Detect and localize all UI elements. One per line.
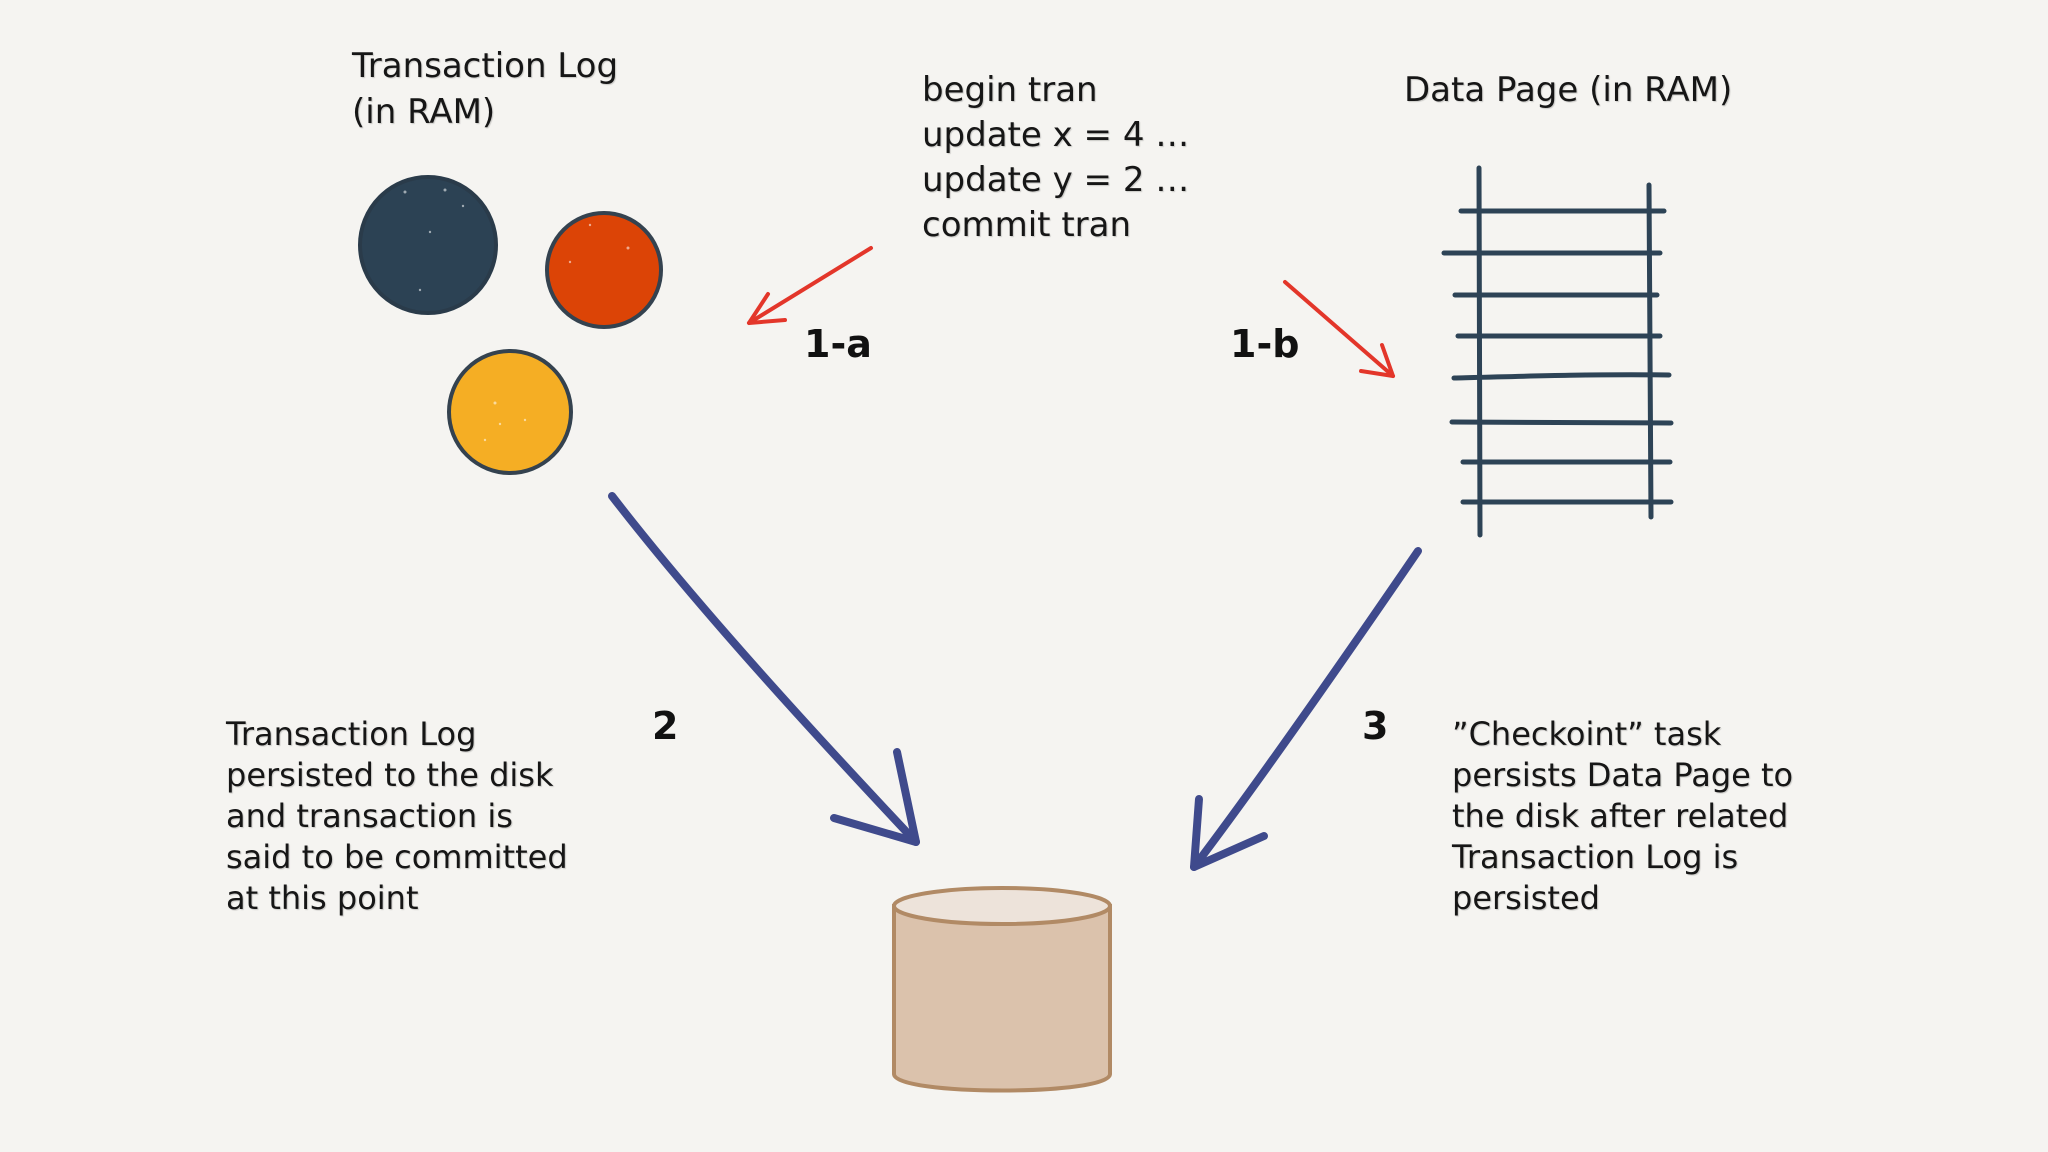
disk-cylinder <box>892 886 1112 1093</box>
step-1-arrows <box>747 246 1395 378</box>
arrow-1a <box>747 246 873 325</box>
data-page-row <box>1449 419 1674 426</box>
note-line: persisted <box>1452 879 1600 917</box>
note-transaction-log-persisted: Transaction Log persisted to the disk an… <box>226 714 568 919</box>
code-line: update y = 2 … <box>922 160 1190 200</box>
step-label-1b: 1-b <box>1230 322 1300 366</box>
note-checkpoint-task: ”Checkoint” task persists Data Page to t… <box>1452 714 1793 919</box>
arrow-3-head <box>1190 795 1268 871</box>
disk-body <box>892 904 1112 1093</box>
note-line: said to be committed <box>226 838 568 876</box>
transaction-log-label-line: (in RAM) <box>352 91 496 132</box>
code-line: commit tran <box>922 205 1132 245</box>
step-label-3: 3 <box>1362 704 1389 748</box>
persist-arrows <box>608 492 1422 871</box>
code-line: begin tran <box>922 70 1098 110</box>
arrow-1a-head <box>747 292 787 325</box>
data-page-grid <box>1441 165 1674 538</box>
log-entry-yellow-circle <box>447 349 573 475</box>
disk-top <box>892 886 1112 926</box>
log-entry-dark-circle <box>358 175 498 315</box>
note-line: ”Checkoint” task <box>1452 715 1722 753</box>
note-line: at this point <box>226 879 419 917</box>
log-entry-orange-circle <box>545 211 663 329</box>
data-page-rail-left <box>1476 165 1483 538</box>
arrow-1b <box>1283 280 1395 378</box>
step-label-2: 2 <box>652 704 679 748</box>
step-label-1a: 1-a <box>804 322 872 366</box>
data-page-label: Data Page (in RAM) <box>1404 70 1733 110</box>
note-line: Transaction Log <box>226 715 477 753</box>
arrow-2-head <box>830 748 920 846</box>
transaction-code-block: begin tran update x = 4 … update y = 2 …… <box>922 68 1189 248</box>
note-line: persisted to the disk <box>226 756 554 794</box>
data-page-rail-right <box>1646 182 1654 520</box>
transaction-log-label: Transaction Log (in RAM) <box>352 44 618 136</box>
data-page-row <box>1451 372 1672 381</box>
arrow-1b-head <box>1359 343 1395 378</box>
note-line: the disk after related <box>1452 797 1789 835</box>
note-line: and transaction is <box>226 797 513 835</box>
transaction-log-label-line: Transaction Log <box>352 46 619 86</box>
code-line: update x = 4 … <box>922 115 1190 155</box>
arrow-3 <box>1190 547 1422 871</box>
arrow-2 <box>608 492 920 846</box>
transaction-log-entries <box>358 175 663 475</box>
note-line: Transaction Log is <box>1452 838 1739 876</box>
note-line: persists Data Page to <box>1452 756 1794 794</box>
